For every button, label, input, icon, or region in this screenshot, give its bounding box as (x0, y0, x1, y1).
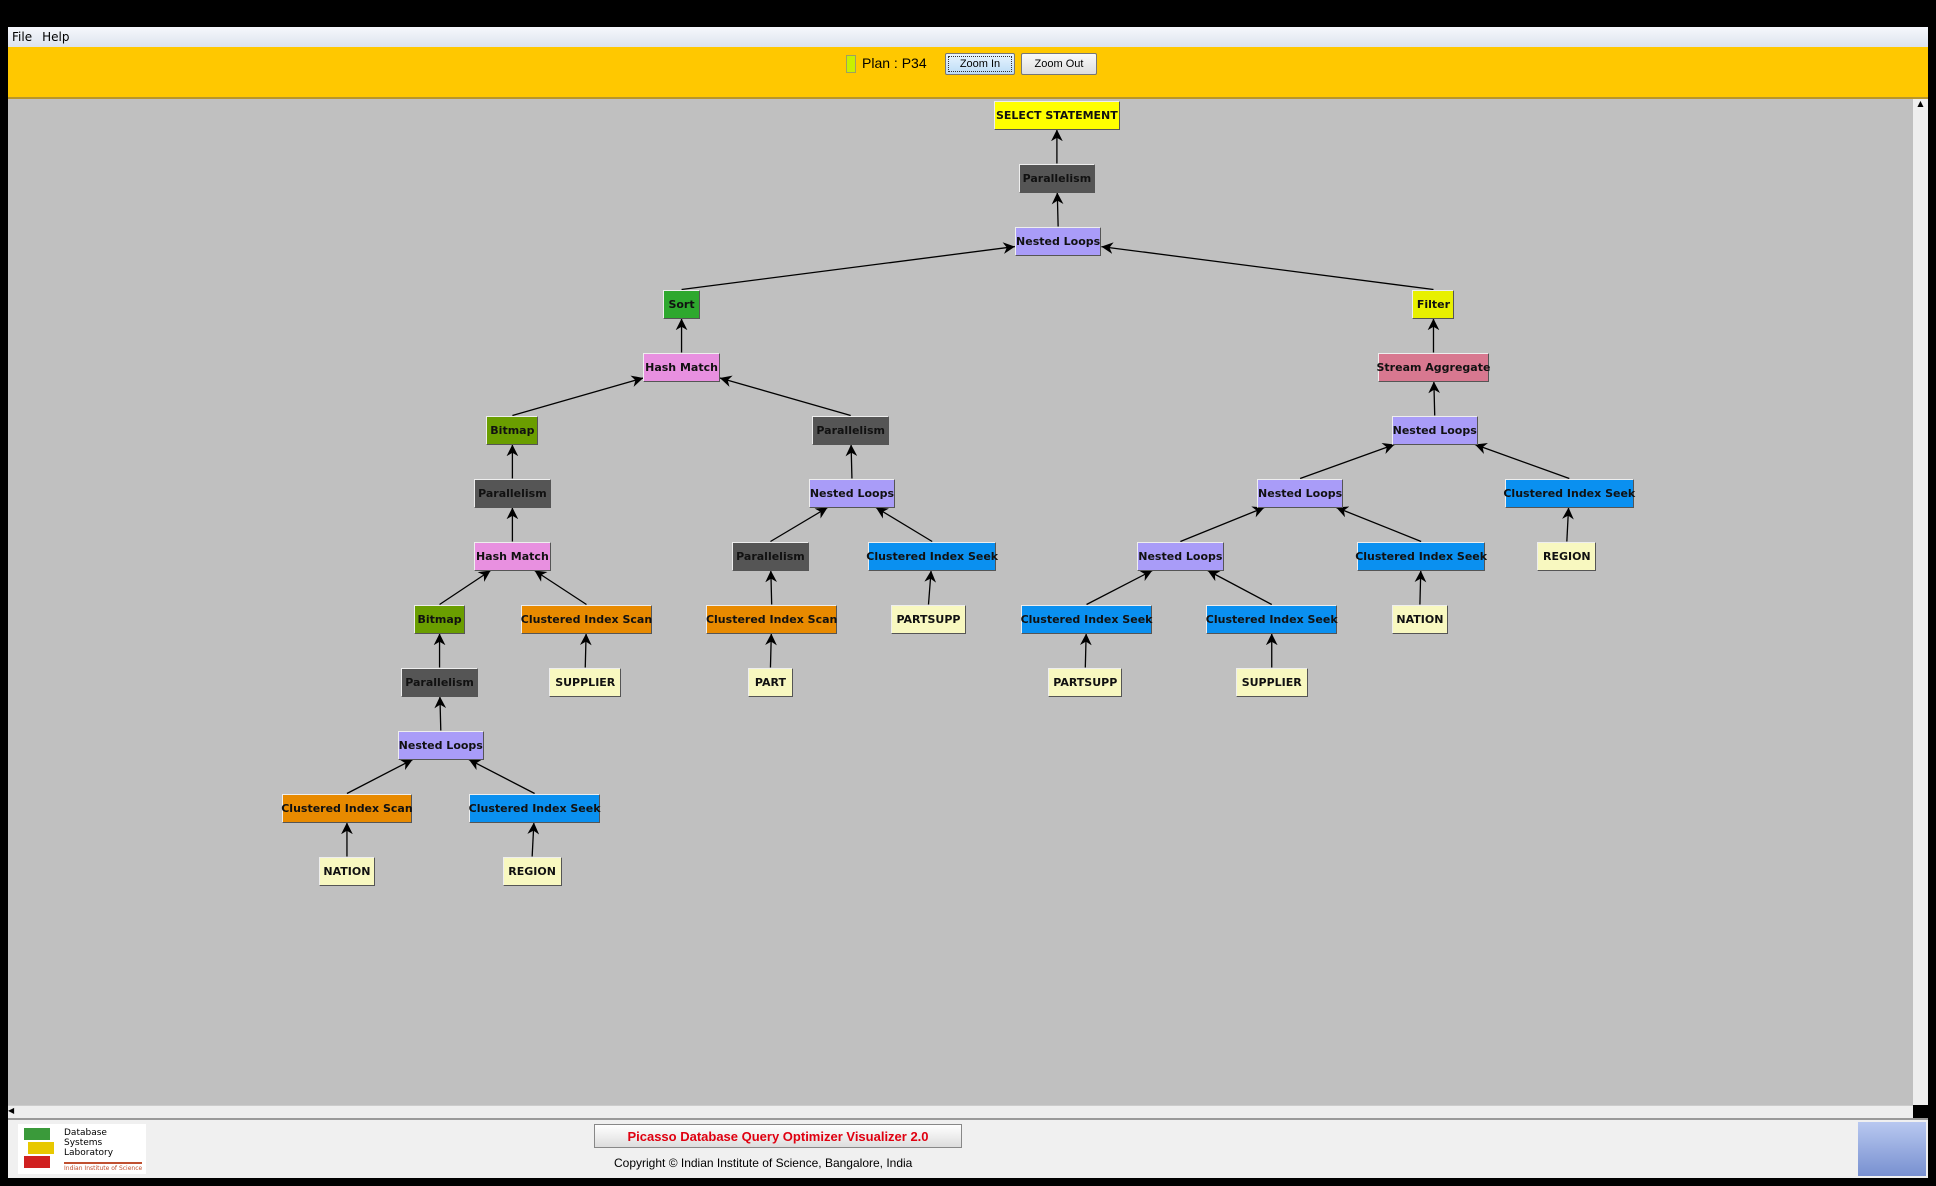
plan-node-bitmap[interactable]: Bitmap (413, 604, 466, 634)
plan-edge (875, 506, 933, 543)
plan-node-stream[interactable]: Stream Aggregate (1377, 352, 1490, 382)
plan-edge (1086, 569, 1153, 606)
vertical-scrollbar[interactable]: ▲ (1913, 99, 1928, 1105)
plan-node-seek[interactable]: Clustered Index Seek (866, 541, 998, 571)
menu-bar: File Help (8, 27, 1928, 47)
plan-node-filter[interactable]: Filter (1412, 289, 1455, 319)
plan-node-nested[interactable]: Nested Loops (1256, 478, 1344, 508)
plan-node-sort[interactable]: Sort (663, 289, 701, 319)
toolbar: Plan : P34 Zoom In Zoom Out (8, 47, 1928, 99)
plan-edge (765, 570, 777, 605)
plan-color-swatch (846, 55, 856, 73)
plan-node-nested[interactable]: Nested Loops (808, 478, 896, 508)
plan-edge (434, 696, 447, 731)
plan-edge (1080, 633, 1092, 668)
plan-node-seek[interactable]: Clustered Index Seek (469, 793, 601, 823)
plan-node-nested[interactable]: Nested Loops (1014, 226, 1102, 256)
plan-node-seek[interactable]: Clustered Index Seek (1206, 604, 1338, 634)
plan-node-nested[interactable]: Nested Loops (1137, 541, 1224, 571)
plan-edge (1101, 242, 1434, 291)
plan-edge (1299, 442, 1395, 480)
plan-node-table[interactable]: REGION (1537, 541, 1597, 571)
plan-node-scan[interactable]: Clustered Index Scan (521, 604, 652, 634)
plan-node-select[interactable]: SELECT STATEMENT (993, 100, 1120, 130)
plan-node-scan[interactable]: Clustered Index Scan (706, 604, 837, 634)
plan-edge (1428, 381, 1441, 416)
plan-edge (512, 375, 644, 417)
dsl-logo-text: Database Systems Laboratory (64, 1128, 114, 1158)
plan-edge (534, 569, 587, 606)
plan-edge (579, 633, 592, 668)
plan-edge (527, 822, 540, 857)
plan-node-hash[interactable]: Hash Match (643, 352, 720, 382)
plan-node-hash[interactable]: Hash Match (474, 541, 551, 571)
app-title-button[interactable]: Picasso Database Query Optimizer Visuali… (594, 1124, 962, 1148)
plan-node-table[interactable]: NATION (1391, 604, 1449, 634)
plan-node-parallelism[interactable]: Parallelism (401, 667, 478, 697)
zoom-out-button[interactable]: Zoom Out (1021, 53, 1097, 75)
menu-file[interactable]: File (12, 30, 33, 44)
plan-edge (1336, 506, 1422, 543)
plan-node-nested[interactable]: Nested Loops (1391, 415, 1478, 445)
plan-edge (845, 444, 858, 479)
plan-edge (1474, 442, 1570, 480)
menu-help[interactable]: Help (42, 30, 70, 44)
plan-edge (346, 758, 414, 795)
zoom-in-button[interactable]: Zoom In (945, 53, 1015, 75)
plan-edge (719, 375, 851, 417)
plan-node-table[interactable]: PARTSUPP (891, 604, 966, 634)
plan-node-parallelism[interactable]: Parallelism (732, 541, 809, 571)
plan-edge (1207, 569, 1273, 606)
plan-edge (468, 758, 535, 795)
horizontal-scrollbar[interactable]: ◀ (8, 1105, 1913, 1118)
plan-node-scan[interactable]: Clustered Index Scan (281, 793, 413, 823)
iisc-logo (1858, 1122, 1926, 1176)
plan-node-table[interactable]: SUPPLIER (1235, 667, 1308, 697)
plan-node-parallelism[interactable]: Parallelism (474, 478, 551, 508)
plan-label: Plan : P34 (862, 55, 927, 71)
plan-node-nested[interactable]: Nested Loops (397, 730, 484, 760)
plan-edge (1562, 507, 1574, 542)
plan-node-seek[interactable]: Clustered Index Seek (1021, 604, 1152, 634)
plan-edge (765, 633, 777, 668)
plan-node-table[interactable]: SUPPLIER (549, 667, 622, 697)
plan-node-seek[interactable]: Clustered Index Seek (1355, 541, 1487, 571)
plan-node-bitmap[interactable]: Bitmap (486, 415, 539, 445)
plan-node-parallelism[interactable]: Parallelism (812, 415, 889, 445)
plan-node-table[interactable]: PART (748, 667, 793, 697)
dsl-logo-icon (24, 1128, 54, 1168)
footer: Database Systems Laboratory Indian Insti… (8, 1118, 1928, 1178)
plan-node-seek[interactable]: Clustered Index Seek (1503, 478, 1635, 508)
plan-edge (1180, 506, 1265, 543)
plan-edge (770, 506, 828, 543)
plan-node-table[interactable]: REGION (502, 856, 562, 886)
plan-edges (341, 129, 1574, 857)
plan-node-parallelism[interactable]: Parallelism (1018, 163, 1096, 193)
plan-node-table[interactable]: NATION (318, 856, 376, 886)
plan-edge (1414, 570, 1427, 605)
copyright-text: Copyright © Indian Institute of Science,… (614, 1156, 913, 1170)
plan-node-table[interactable]: PARTSUPP (1048, 667, 1123, 697)
dsl-logo-sub: Indian Institute of Science (64, 1162, 143, 1174)
plan-edge (439, 569, 491, 606)
dsl-logo: Database Systems Laboratory Indian Insti… (18, 1124, 146, 1174)
plan-edge (924, 570, 937, 605)
plan-edge (1051, 192, 1064, 227)
plan-edge (681, 242, 1016, 291)
